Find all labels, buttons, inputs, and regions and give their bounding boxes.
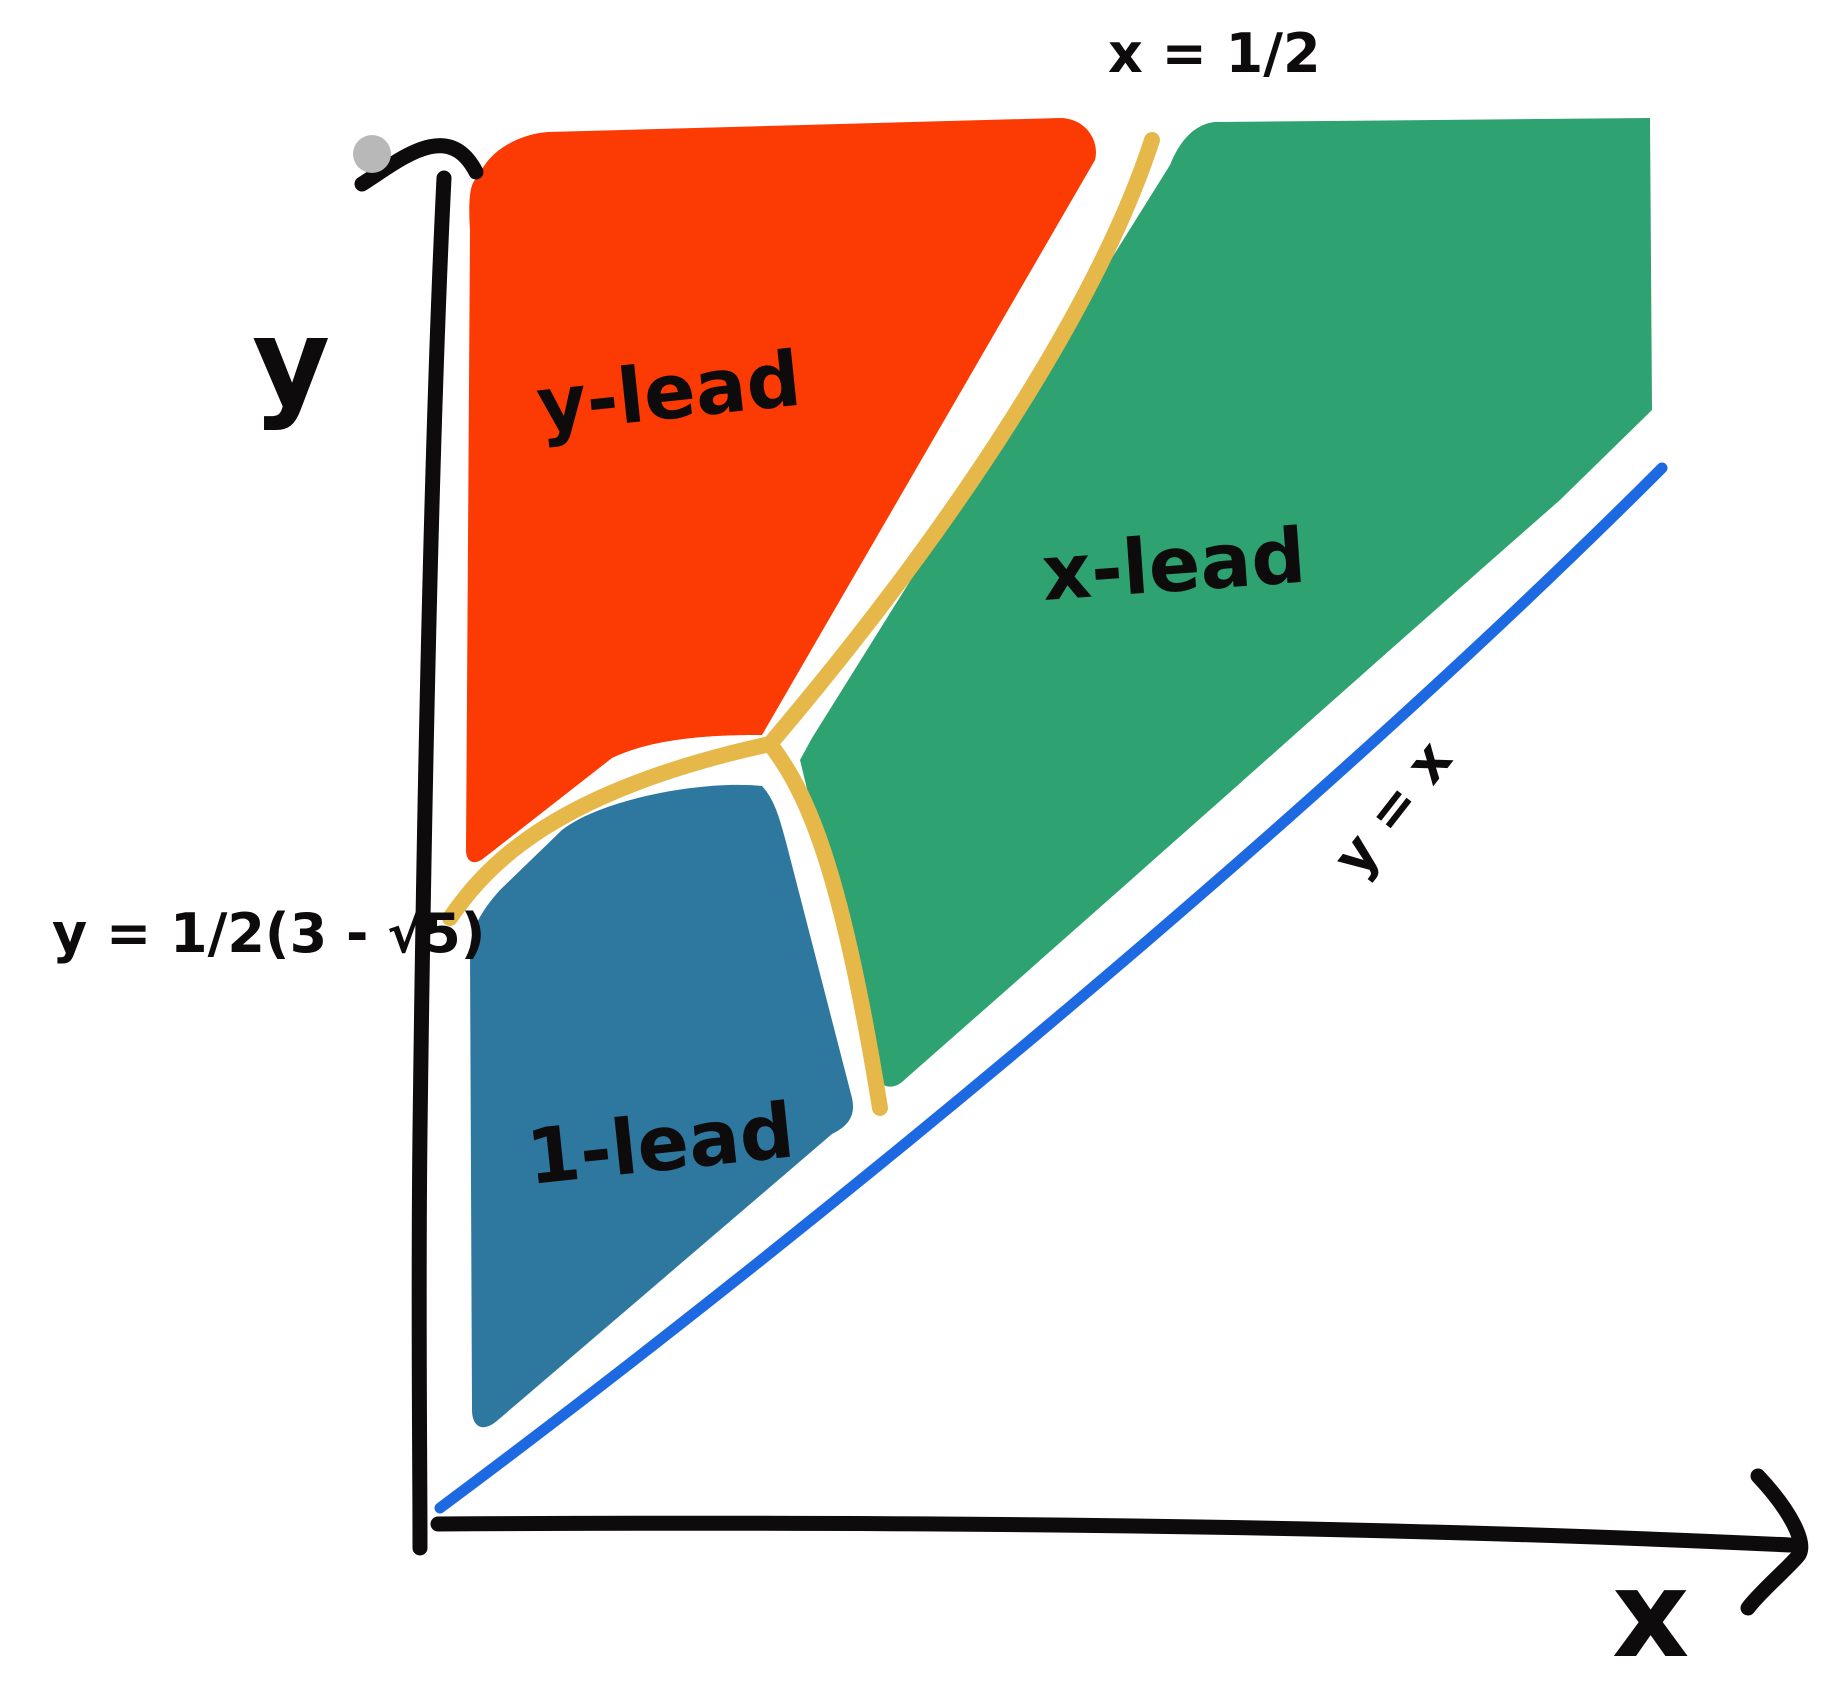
region-y-lead [466,118,1096,863]
x-axis [430,1515,1798,1553]
region-1-lead [470,784,854,1428]
label-y-golden: y = 1/2(3 - √5) [52,902,485,965]
region-x-lead [800,118,1652,1087]
label-x-half: x = 1/2 [1108,22,1321,85]
label-y-equals-x: y = x [1321,729,1465,888]
x-axis-arrowhead [1740,1468,1809,1616]
y-axis-arrowhead [354,138,484,192]
y-axis [411,170,452,1556]
boundary-1-x [762,736,888,1116]
boundary-x-half [762,132,1160,752]
region-label-x-lead: x-lead [1039,511,1308,618]
cursor-dot [353,135,391,173]
y-axis-label: y [252,294,330,433]
diagonal-line [434,462,1668,1514]
boundary-y-golden [442,736,778,926]
x-axis-label: x [1612,1546,1689,1685]
